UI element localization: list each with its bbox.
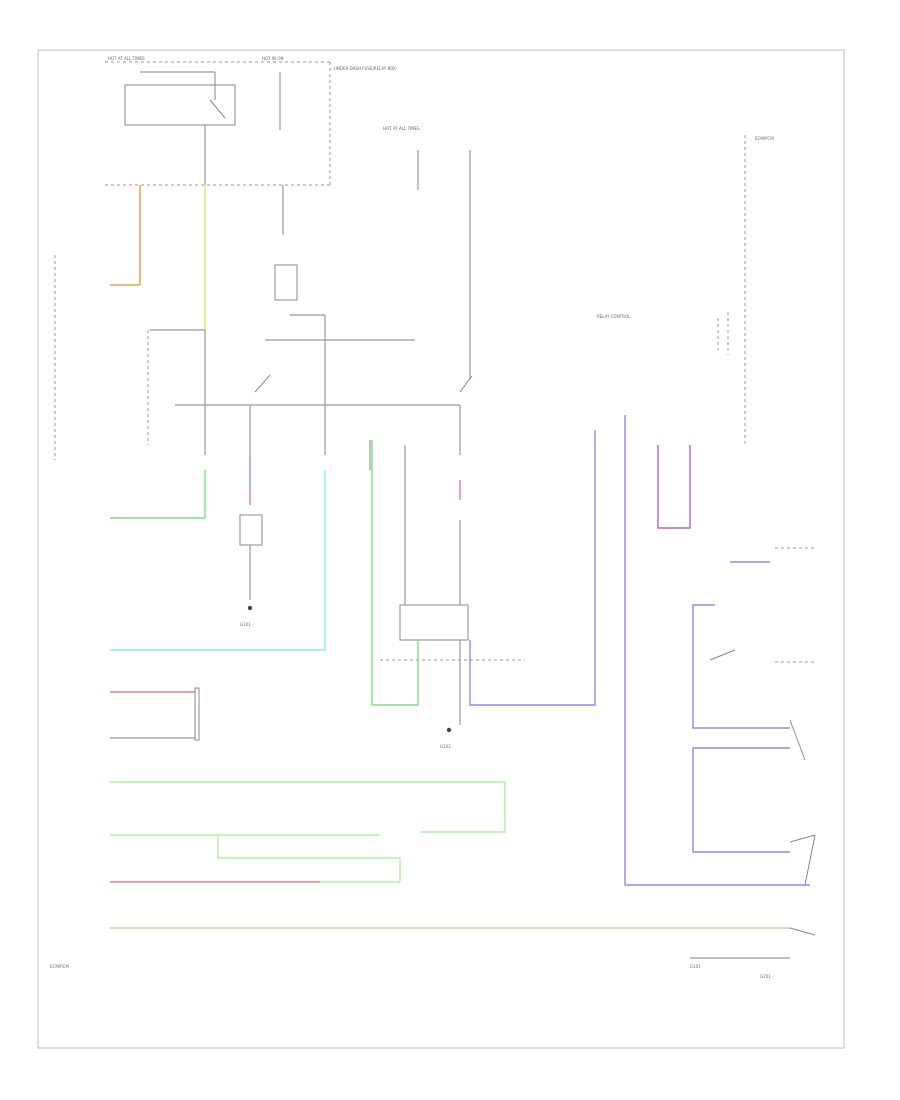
ecm-right-label: ECM/PCM xyxy=(755,136,774,141)
component-left-bottom xyxy=(194,687,200,741)
relay-mid xyxy=(399,604,469,641)
fuse-label-hot-at-all-times: HOT AT ALL TIMES xyxy=(108,56,145,61)
relay-left xyxy=(239,514,263,546)
ground-g102-label: G102 xyxy=(440,744,451,749)
diagram-frame xyxy=(37,49,845,1049)
engine-ecm-bottom-label: ECM/PCM xyxy=(50,964,69,969)
ground-g101-symbol xyxy=(247,605,253,611)
sensor-module xyxy=(274,264,298,301)
ground-g201-label: G201 xyxy=(760,974,771,979)
fuse-label-hot-in-on: HOT IN ON xyxy=(262,56,283,61)
relay-control-label: RELAY CONTROL xyxy=(597,314,631,319)
fuse-relay-box: HOT AT ALL TIMES HOT IN ON UNDER-DASH FU… xyxy=(105,56,396,186)
ground-g101-label: G101 xyxy=(240,622,251,627)
ground-bottom-right-label: G101 xyxy=(690,964,701,969)
hot-all-times-mid-label: HOT AT ALL TIMES xyxy=(383,126,420,131)
fuse-box-label: UNDER-DASH FUSE/RELAY BOX xyxy=(334,66,396,71)
